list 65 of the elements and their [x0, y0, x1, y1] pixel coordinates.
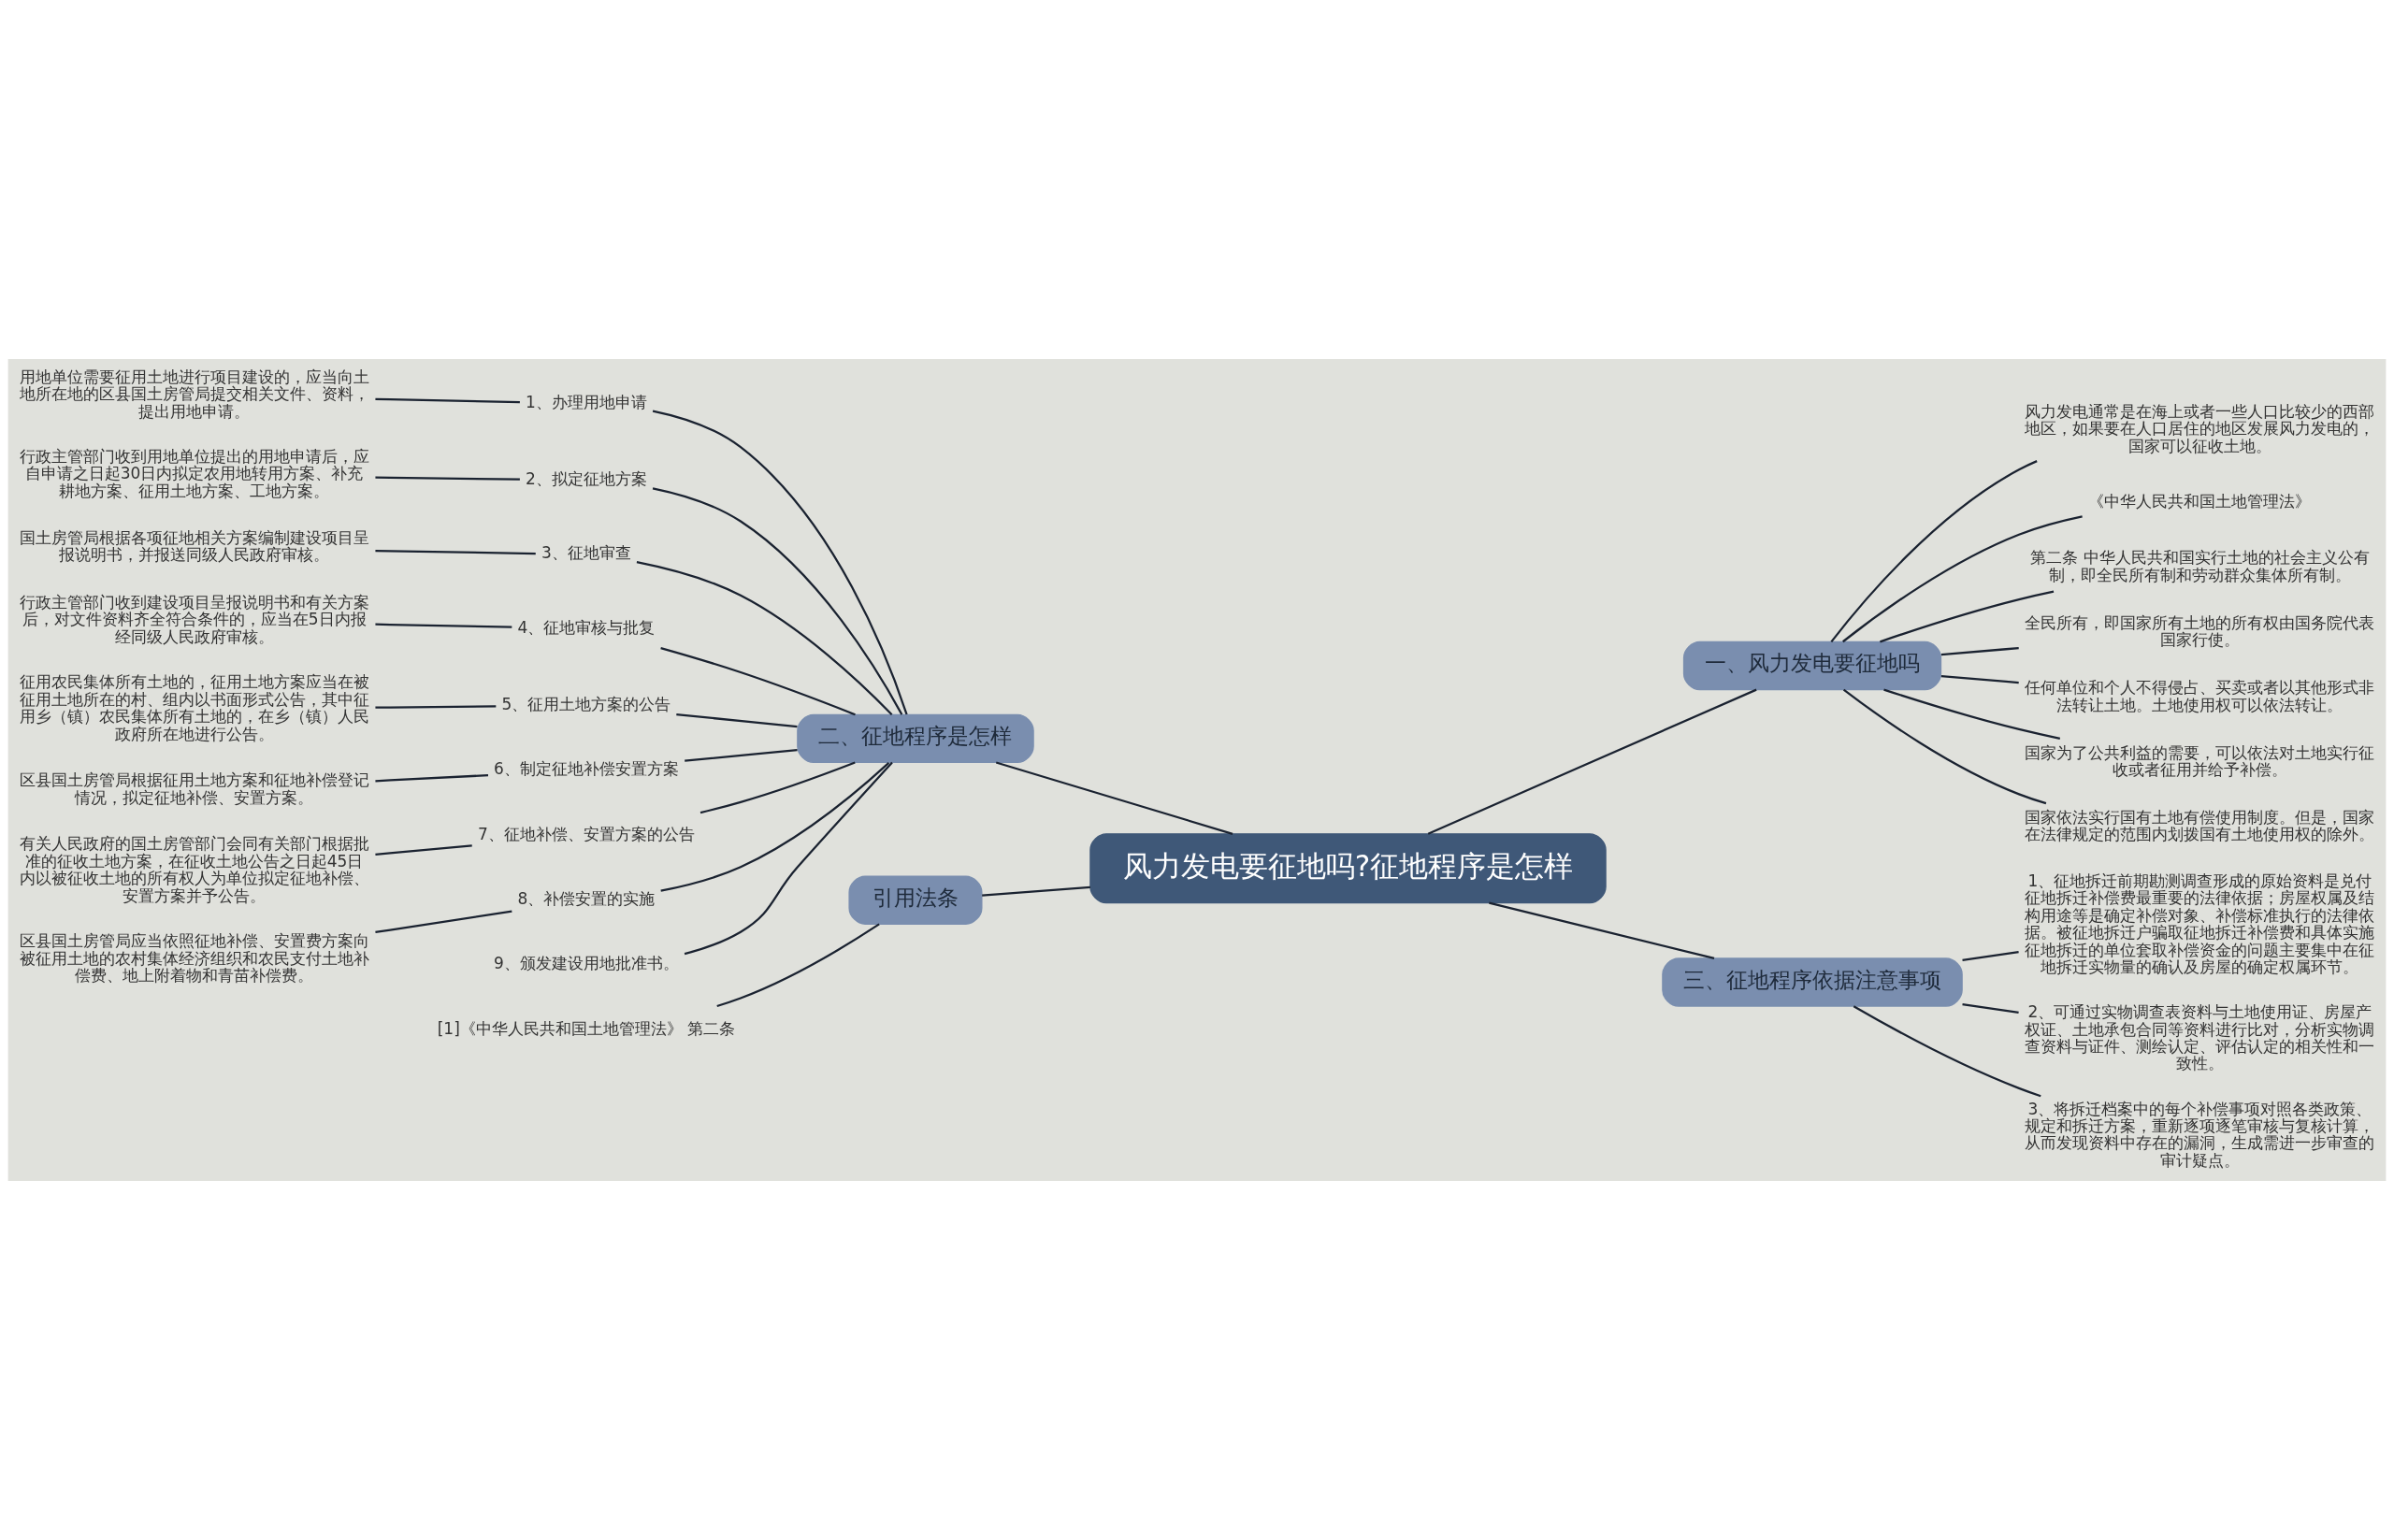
node-box: 一、风力发电要征地吗: [1682, 640, 1942, 691]
node-text: 行政主管部门收到建设项目呈报说明书和有关方案后，对文件资料齐全符合条件的，应当在5日内报经同级人民政府审核。: [19, 592, 369, 646]
connector: [716, 923, 880, 1008]
node-text: [1]《中华人民共和国土地管理法》 第二条: [437, 1018, 736, 1038]
node-text: 3、将拆迁档案中的每个补偿事项对照各类政策、规定和拆迁方案，重新逐项逐笔审核与复核计算，从而发现资料中存在的漏洞，生成需进一步审查的审计疑点。: [2025, 1099, 2375, 1170]
connector: [375, 476, 520, 481]
node-text: 用地单位需要征用土地进行项目建设的，应当向土地所在地的区县国土房管局提交相关文件、资料，提出用地申请。: [19, 367, 369, 421]
node-text: 国家为了公共利益的需要，可以依法对土地实行征收或者征用并给予补偿。: [2025, 742, 2375, 779]
node-text: 2、拟定征地方案: [526, 469, 647, 489]
node-box: 二、征地程序是怎样: [797, 713, 1034, 764]
node-text: 有关人民政府的国土房管部门会同有关部门根据批准的征收土地方案，在征收土地公告之日起45日内以被征收土地的所有权人为单位拟定征地补偿、安置方案并予公告。: [19, 834, 369, 905]
connector: [660, 647, 856, 716]
connector: [995, 761, 1233, 835]
node-text: 6、制定征地补偿安置方案: [494, 759, 679, 779]
node-text: 征用农民集体所有土地的，征用土地方案应当在被征用土地所在的村、组内以书面形式公告，其中征用乡（镇）农民集体所有土地的，在乡（镇）人民政府所在地进行公告。: [19, 672, 369, 743]
connector: [1962, 1002, 2019, 1015]
connector: [375, 844, 472, 856]
node-box: 三、征地程序依据注意事项: [1662, 957, 1963, 1007]
connector: [375, 550, 536, 555]
connector: [685, 748, 798, 762]
node-text: 风力发电通常是在海上或者一些人口比较少的西部地区，如果要在人口居住的地区发展风力发电的，国家可以征收土地。: [2025, 401, 2375, 455]
connector: [375, 910, 512, 934]
connector: [699, 761, 856, 814]
connector: [652, 410, 908, 715]
connector: [375, 623, 512, 628]
node-text: 区县国土房管局应当依照征地补偿、安置费方案向被征用土地的农村集体经济组织和农民支付土地补偿费、地上附着物和青苗补偿费。: [19, 931, 369, 986]
node-text: 国家依法实行国有土地有偿使用制度。但是，国家在法律规定的范围内划拨国有土地使用权的除外。: [2025, 807, 2375, 844]
node-text: 9、颁发建设用地批准书。: [494, 954, 679, 973]
node-text: 2、可通过实物调查表资料与土地使用证、房屋产权证、土地承包合同等资料进行比对，分析实物调查资料与证件、测绘认定、评估认定的相关性和一致性。: [2025, 1002, 2375, 1073]
connector: [1883, 688, 2061, 740]
node-text: 1、征地拆迁前期勘测调查形成的原始资料是兑付征地拆迁补偿费最重要的法律依据；房屋权属及结构用途等是确定补偿对象、补偿标准执行的法律依据。被征地拆迁户骗取征地拆迁补偿费和具体实施征地拆迁的单位套取补偿资金的问题主要集中在征地拆迁实物量的确认及房屋的确定权属环节。: [2025, 871, 2375, 977]
connector: [1940, 646, 2019, 656]
connector: [660, 762, 890, 892]
connector: [982, 885, 1090, 897]
connector: [676, 712, 798, 728]
node-text: 5、征用土地方案的公告: [501, 694, 671, 713]
node-text: 3、征地审查: [541, 543, 631, 563]
connector: [1427, 688, 1757, 835]
node-text: 1、办理用地申请: [526, 392, 647, 411]
connector: [375, 705, 497, 709]
node-text: 7、征地补偿、安置方案的公告: [478, 824, 695, 843]
connector: [1853, 1005, 2041, 1098]
connector: [1830, 460, 2038, 643]
node-text: 区县国土房管局根据征用土地方案和征地补偿登记情况，拟定征地补偿、安置方案。: [19, 770, 369, 807]
connector: [1880, 590, 2055, 643]
node-box: 引用法条: [848, 875, 983, 925]
connector: [1842, 688, 2047, 805]
node-text: 全民所有，即国家所有土地的所有权由国务院代表国家行使。: [2025, 612, 2375, 650]
connector: [636, 561, 893, 716]
node-text: 第二条 中华人民共和国实行土地的社会主义公有制，即全民所有制和劳动群众集体所有制。: [2030, 548, 2370, 584]
node-text: 行政主管部门收到用地单位提出的用地申请后，应自申请之日起30日内拟定农用地转用方案、补充耕地方案、征用土地方案、工地方案。: [19, 446, 369, 500]
connector: [375, 774, 489, 783]
node-box: 风力发电要征地吗?征地程序是怎样: [1089, 833, 1607, 904]
node-text: 国土房管局根据各项征地相关方案编制建设项目呈报说明书，并报送同级人民政府审核。: [19, 528, 369, 565]
connector: [1489, 901, 1715, 960]
connector: [1940, 675, 2019, 684]
connector: [652, 487, 903, 715]
connector: [1962, 950, 2019, 962]
connector: [1842, 515, 2083, 643]
connector: [684, 761, 893, 956]
node-text: 8、补偿安置的实施: [517, 889, 656, 909]
node-text: 《中华人民共和国土地管理法》: [2088, 492, 2312, 511]
node-text: 任何单位和个人不得侵占、买卖或者以其他形式非法转让土地。土地使用权可以依法转让。: [2025, 678, 2375, 714]
connector: [375, 397, 520, 404]
node-text: 4、征地审核与批复: [517, 617, 656, 637]
